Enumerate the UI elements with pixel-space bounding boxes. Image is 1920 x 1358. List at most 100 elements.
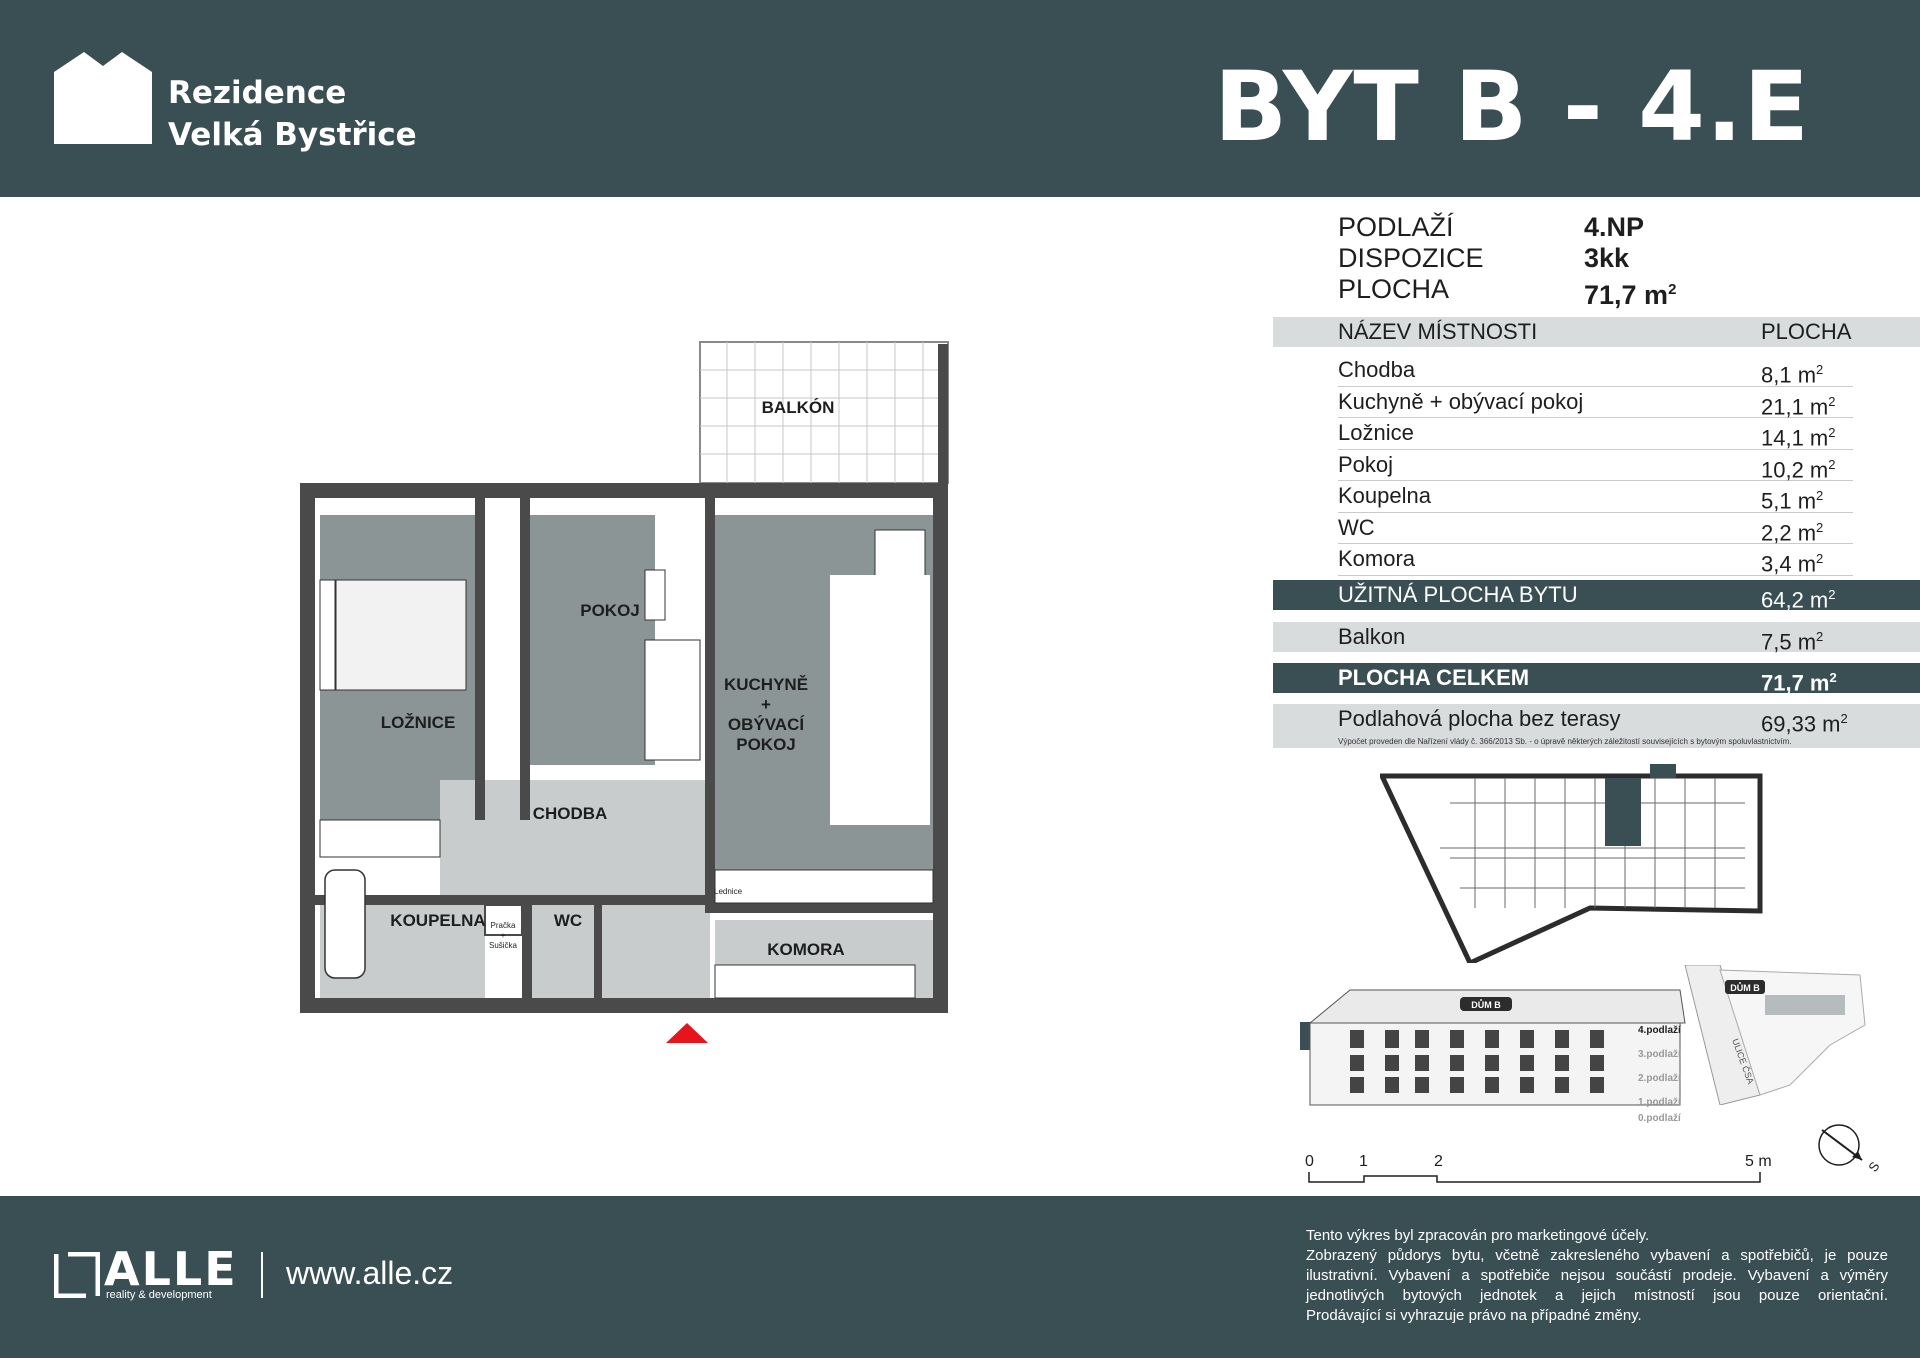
room-name: Koupelna (1338, 483, 1431, 508)
col-area-header: PLOCHA (1761, 319, 1852, 344)
scale-tick-2: 2 (1434, 1153, 1443, 1170)
total-area-value: 71,7 m2 (1761, 670, 1837, 696)
floor-tag-3: 3.podlaží (1638, 1049, 1682, 1060)
footer-divider (261, 1252, 263, 1298)
calc-note: Výpočet proveden dle Nařízení vlády č. 3… (1338, 737, 1792, 746)
total-area-label: PLOCHA CELKEM (1338, 665, 1530, 690)
alle-logo-text: ALLE (104, 1242, 238, 1296)
brand-line-2: Velká Bystřice (168, 117, 417, 153)
room-name: Komora (1338, 546, 1416, 571)
disclaimer-line: Zobrazený půdorys bytu, včetně zakreslen… (1306, 1247, 1888, 1264)
alle-logo-subtitle: reality & development (106, 1289, 212, 1301)
room-row: Pokoj 10,2 m2 (1338, 450, 1853, 482)
floor-area-row: Podlahová plocha bez terasy 69,33 m2 (1273, 704, 1920, 748)
room-area: 10,2 m2 (1761, 456, 1836, 482)
floor-key-plan (1380, 764, 1763, 963)
site-house-tag: DŮM B (1730, 982, 1760, 993)
disclaimer-line: Prodávající si vyhrazuje právo na případ… (1306, 1307, 1642, 1324)
compass-letter: S (1865, 1159, 1882, 1175)
alle-logo-icon (54, 1252, 100, 1298)
brand-name: Rezidence Velká Bystřice (168, 72, 417, 156)
room-area: 8,1 m2 (1761, 362, 1824, 388)
balcony-value: 7,5 m2 (1761, 629, 1824, 655)
footer-bar: ALLE reality & development www.alle.cz T… (0, 1196, 1920, 1358)
room-area (530, 515, 655, 765)
scale-tick-1: 1 (1359, 1153, 1368, 1170)
label-kitchen-3: OBÝVACÍ (728, 715, 805, 734)
label-kitchen-4: POKOJ (736, 735, 796, 754)
label-washer-1: Pračka (491, 921, 516, 930)
room-row: WC 2,2 m2 (1338, 513, 1853, 545)
usable-area-value: 64,2 m2 (1761, 587, 1836, 613)
label-balcony: BALKÓN (762, 398, 835, 417)
compass-icon: S (1818, 1124, 1883, 1175)
site-plan: DŮM B ULICE ČSA (1684, 965, 1866, 1105)
scale-tick-5: 5 m (1745, 1153, 1772, 1170)
scale-tick-0: 0 (1305, 1153, 1314, 1170)
room-row: Chodba 8,1 m2 (1338, 355, 1853, 387)
room-row: Kuchyně + obývací pokoj 21,1 m2 (1338, 387, 1853, 419)
wc-area (532, 905, 594, 998)
room-row: Ložnice 14,1 m2 (1338, 418, 1853, 450)
label-kitchen-1: KUCHYNĚ (724, 675, 808, 694)
balcony-area (699, 341, 949, 484)
brand-line-1: Rezidence (168, 75, 347, 111)
floor-plan: BALKÓN LOŽNICE POKOJ KUCHYNĚ + OBÝVACÍ P… (300, 341, 949, 1043)
room-name: Ložnice (1338, 420, 1414, 445)
label-washer-3: Sušička (489, 941, 518, 950)
label-wc: WC (554, 911, 582, 930)
label-bedroom: LOŽNICE (381, 713, 456, 732)
floor-tag-0: 0.podlaží (1638, 1113, 1682, 1124)
label-fridge: Lednice (714, 887, 743, 896)
label-hall: CHODBA (533, 804, 608, 823)
unit-title: BYT B - 4.E (1213, 51, 1810, 163)
room-name: Kuchyně + obývací pokoj (1338, 388, 1584, 414)
room-row: Komora 3,4 m2 (1338, 544, 1853, 576)
label-bathroom: KOUPELNA (390, 911, 485, 930)
room-area: 14,1 m2 (1761, 425, 1836, 451)
room-name: Chodba (1338, 357, 1416, 382)
area-label: PLOCHA (1338, 274, 1450, 304)
floor-area-value: 69,33 m2 (1761, 711, 1848, 737)
layout-value: 3kk (1584, 243, 1630, 273)
floor-value: 4.NP (1584, 212, 1645, 242)
room-name: WC (1338, 514, 1375, 540)
disclaimer-line: Tento výkres byl zpracován pro marketing… (1306, 1227, 1650, 1244)
room-area: 5,1 m2 (1761, 488, 1824, 514)
room-area: 3,4 m2 (1761, 551, 1824, 577)
website-link[interactable]: www.alle.cz (286, 1255, 454, 1291)
room-area: 21,1 m2 (1761, 393, 1836, 419)
usable-area-row: UŽITNÁ PLOCHA BYTU 64,2 m2 (1273, 580, 1920, 612)
col-name-header: NÁZEV MÍSTNOSTI (1338, 319, 1538, 344)
floor-tag-2: 2.podlaží (1638, 1073, 1682, 1084)
header-bar: Rezidence Velká Bystřice BYT B - 4.E (0, 0, 1920, 197)
total-area-row: PLOCHA CELKEM 71,7 m2 (1273, 663, 1920, 695)
label-kitchen-2: + (761, 695, 771, 714)
scale-bar: 0 1 2 5 m (1305, 1153, 1772, 1183)
balcony-label: Balkon (1338, 624, 1406, 649)
floor-area-label: Podlahová plocha bez terasy (1338, 706, 1621, 731)
area-value: 71,7 m2 (1584, 280, 1677, 310)
floor-tag-1: 1.podlaží (1638, 1097, 1682, 1108)
disclaimer-line: ilustrativní. Vybavení a spotřebiče nejs… (1306, 1267, 1888, 1284)
label-room: POKOJ (580, 601, 640, 620)
room-area: 2,2 m2 (1761, 519, 1824, 545)
disclaimer: Tento výkres byl zpracován pro marketing… (1306, 1226, 1888, 1326)
layout-label: DISPOZICE (1338, 243, 1484, 273)
room-name: Pokoj (1338, 451, 1394, 477)
floor-label: PODLAŽÍ (1338, 212, 1454, 242)
label-washer-2: + (501, 931, 506, 940)
label-storage: KOMORA (767, 940, 844, 959)
usable-area-label: UŽITNÁ PLOCHA BYTU (1338, 582, 1578, 607)
building-section: DŮM B 4.podlaží 3.podlaží 2.podlaží 1.po… (1300, 989, 1686, 1124)
rooms-table-header: NÁZEV MÍSTNOSTI PLOCHA (1273, 317, 1920, 347)
section-house-tag: DŮM B (1471, 999, 1501, 1010)
house-logo-icon (54, 52, 152, 144)
room-row: Koupelna 5,1 m2 (1338, 481, 1853, 513)
highlighted-unit (1605, 778, 1641, 846)
disclaimer-line: jednotlivých bytových jednotek a jejich … (1306, 1287, 1888, 1304)
balcony-row: Balkon 7,5 m2 (1273, 622, 1920, 654)
entrance-arrow-icon (666, 1023, 708, 1043)
floor-tag-4: 4.podlaží (1638, 1025, 1682, 1036)
